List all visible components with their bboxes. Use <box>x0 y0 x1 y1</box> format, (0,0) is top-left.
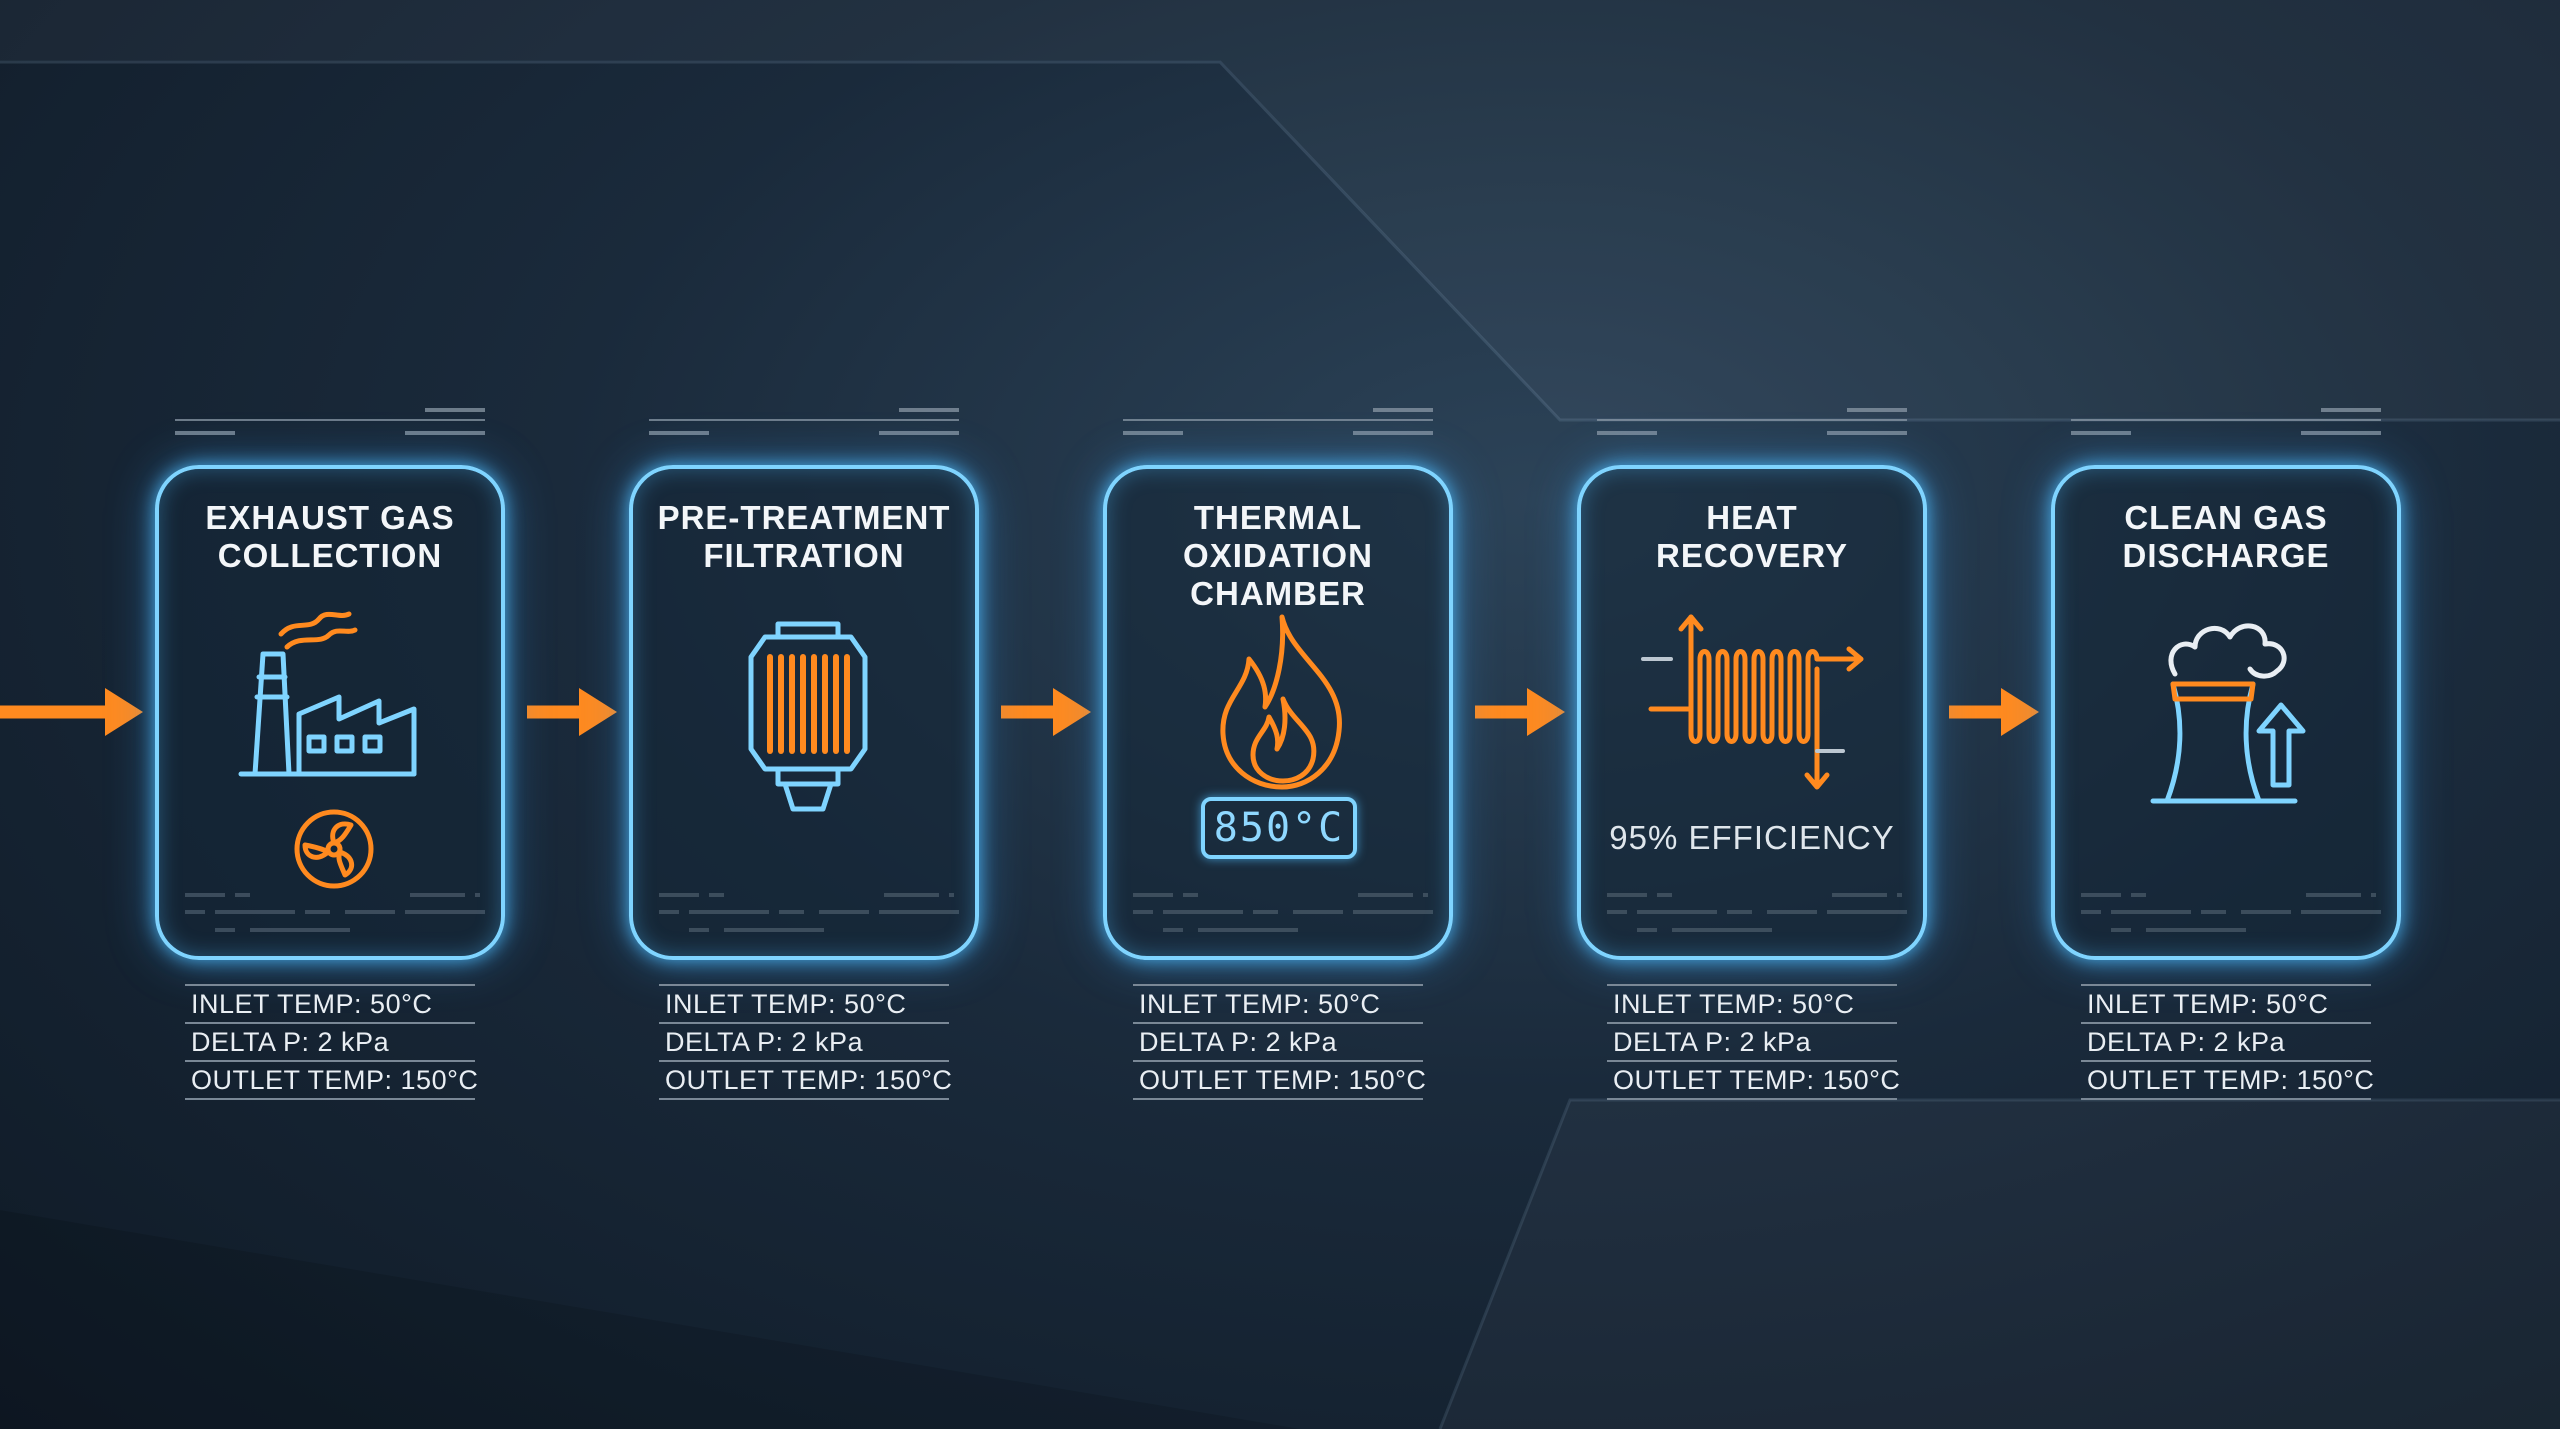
stage-title: CLEAN GAS DISCHARGE <box>2122 499 2330 574</box>
stage-icon-canvas <box>2150 623 2306 804</box>
stage-title: PRE-TREATMENT FILTRATION <box>657 499 951 574</box>
flow-arrow <box>0 688 143 736</box>
stage-icon-canvas <box>1220 614 1342 790</box>
efficiency-label: 95% EFFICIENCY <box>1609 819 1895 856</box>
delta-p-metric: DELTA P: 2 kPa <box>2081 1024 2371 1062</box>
stage-card: THERMAL OXIDATION CHAMBER 850°C <box>1103 465 1453 960</box>
delta-p-metric: DELTA P: 2 kPa <box>185 1024 475 1062</box>
factory-icon <box>238 611 417 777</box>
stage-card: HEAT RECOVERY 95% EFFICIENCY <box>1577 465 1927 960</box>
stage-icon-canvas <box>748 621 868 812</box>
delta-p-metric: DELTA P: 2 kPa <box>1133 1024 1423 1062</box>
inlet-temp-metric: INLET TEMP: 50°C <box>659 984 949 1024</box>
heat-exchanger-icon <box>1641 614 1864 790</box>
inlet-temp-metric: INLET TEMP: 50°C <box>185 984 475 1024</box>
flame-icon <box>1220 614 1342 790</box>
flow-arrow <box>1475 688 1565 736</box>
outlet-temp-metric: OUTLET TEMP: 150°C <box>2081 1062 2374 1100</box>
temperature-readout: 850°C <box>1201 797 1357 859</box>
stage-title: THERMAL OXIDATION CHAMBER <box>1183 499 1373 612</box>
cooling-tower-icon <box>2150 623 2306 804</box>
stage-icon-canvas <box>238 611 417 889</box>
stage-card: PRE-TREATMENT FILTRATION <box>629 465 979 960</box>
outlet-temp-metric: OUTLET TEMP: 150°C <box>185 1062 478 1100</box>
stage-card: EXHAUST GAS COLLECTION <box>155 465 505 960</box>
flow-arrow <box>1001 688 1091 736</box>
flow-arrow <box>527 688 617 736</box>
filter-cartridge-icon <box>748 621 868 812</box>
delta-p-metric: DELTA P: 2 kPa <box>1607 1024 1897 1062</box>
fan-icon <box>294 809 374 889</box>
stage-icon-canvas <box>1641 614 1864 790</box>
stage-title: EXHAUST GAS COLLECTION <box>205 499 455 574</box>
stage-card: CLEAN GAS DISCHARGE <box>2051 465 2401 960</box>
delta-p-metric: DELTA P: 2 kPa <box>659 1024 949 1062</box>
inlet-temp-metric: INLET TEMP: 50°C <box>1133 984 1423 1024</box>
outlet-temp-metric: OUTLET TEMP: 150°C <box>1607 1062 1900 1100</box>
stage-title: HEAT RECOVERY <box>1656 499 1848 574</box>
inlet-temp-metric: INLET TEMP: 50°C <box>1607 984 1897 1024</box>
outlet-temp-metric: OUTLET TEMP: 150°C <box>659 1062 952 1100</box>
flow-arrow <box>1949 688 2039 736</box>
inlet-temp-metric: INLET TEMP: 50°C <box>2081 984 2371 1024</box>
outlet-temp-metric: OUTLET TEMP: 150°C <box>1133 1062 1426 1100</box>
